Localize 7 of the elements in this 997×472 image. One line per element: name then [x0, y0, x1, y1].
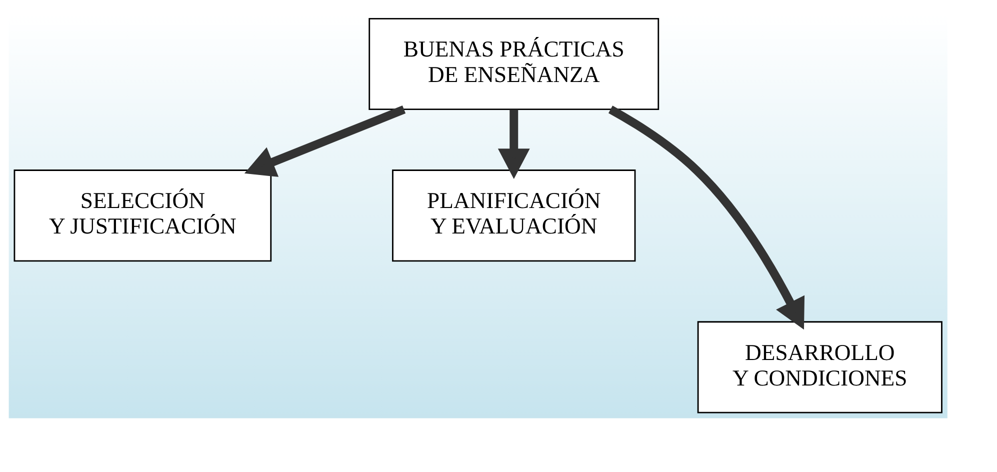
node-box: BUENAS PRÁCTICAS DE ENSEÑANZA [368, 18, 660, 110]
node-box: SELECCIÓN Y JUSTIFICACIÓN [14, 170, 272, 262]
arrow [608, 106, 805, 330]
node-box: DESARROLLO Y CONDICIONES [697, 321, 942, 414]
node-box: PLANIFICACIÓN Y EVALUACIÓN [392, 170, 636, 262]
arrow [244, 106, 406, 177]
arrow [498, 110, 530, 179]
